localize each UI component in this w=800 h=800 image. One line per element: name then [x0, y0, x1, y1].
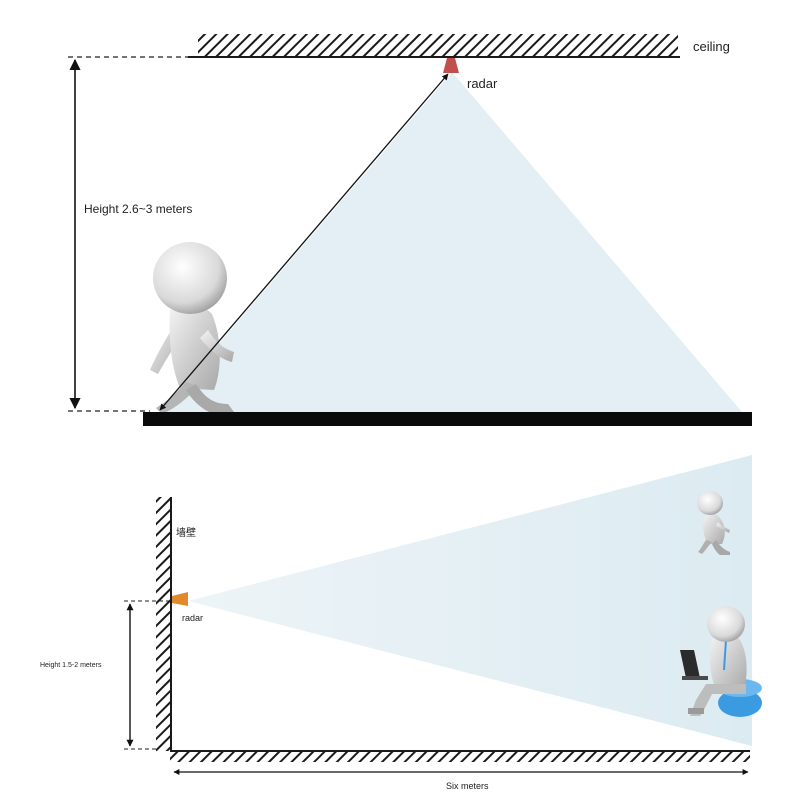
ceiling-hatch: [198, 34, 678, 56]
ceiling-height-label: Height 2.6~3 meters: [84, 202, 192, 216]
wall-height-label: Height 1.5-2 meters: [40, 662, 102, 669]
floor-bar: [143, 412, 752, 426]
ceiling-radar-beam: [160, 72, 742, 412]
sitting-person-laptop-icon: [680, 606, 762, 717]
distance-label: Six meters: [446, 781, 489, 791]
wall-hatch: [156, 497, 170, 751]
wall-radar-beam: [188, 455, 752, 746]
wall-radar-icon: [172, 592, 188, 606]
slant-range-line: [159, 73, 449, 411]
ceiling-mount-panel: ceiling radar Height 2.6~3 meters: [68, 34, 752, 426]
ceiling-label: ceiling: [693, 39, 730, 54]
wall-mount-panel: 墙壁 radar Height 1.5-2 meters Six meters: [40, 455, 762, 791]
ceiling-radar-icon: [443, 58, 459, 73]
walking-person-icon: [697, 491, 730, 555]
wall-radar-label: radar: [182, 613, 203, 623]
wall-label: 墙壁: [176, 526, 196, 539]
ground-hatch: [170, 751, 750, 762]
ceiling-radar-label: radar: [467, 76, 498, 91]
